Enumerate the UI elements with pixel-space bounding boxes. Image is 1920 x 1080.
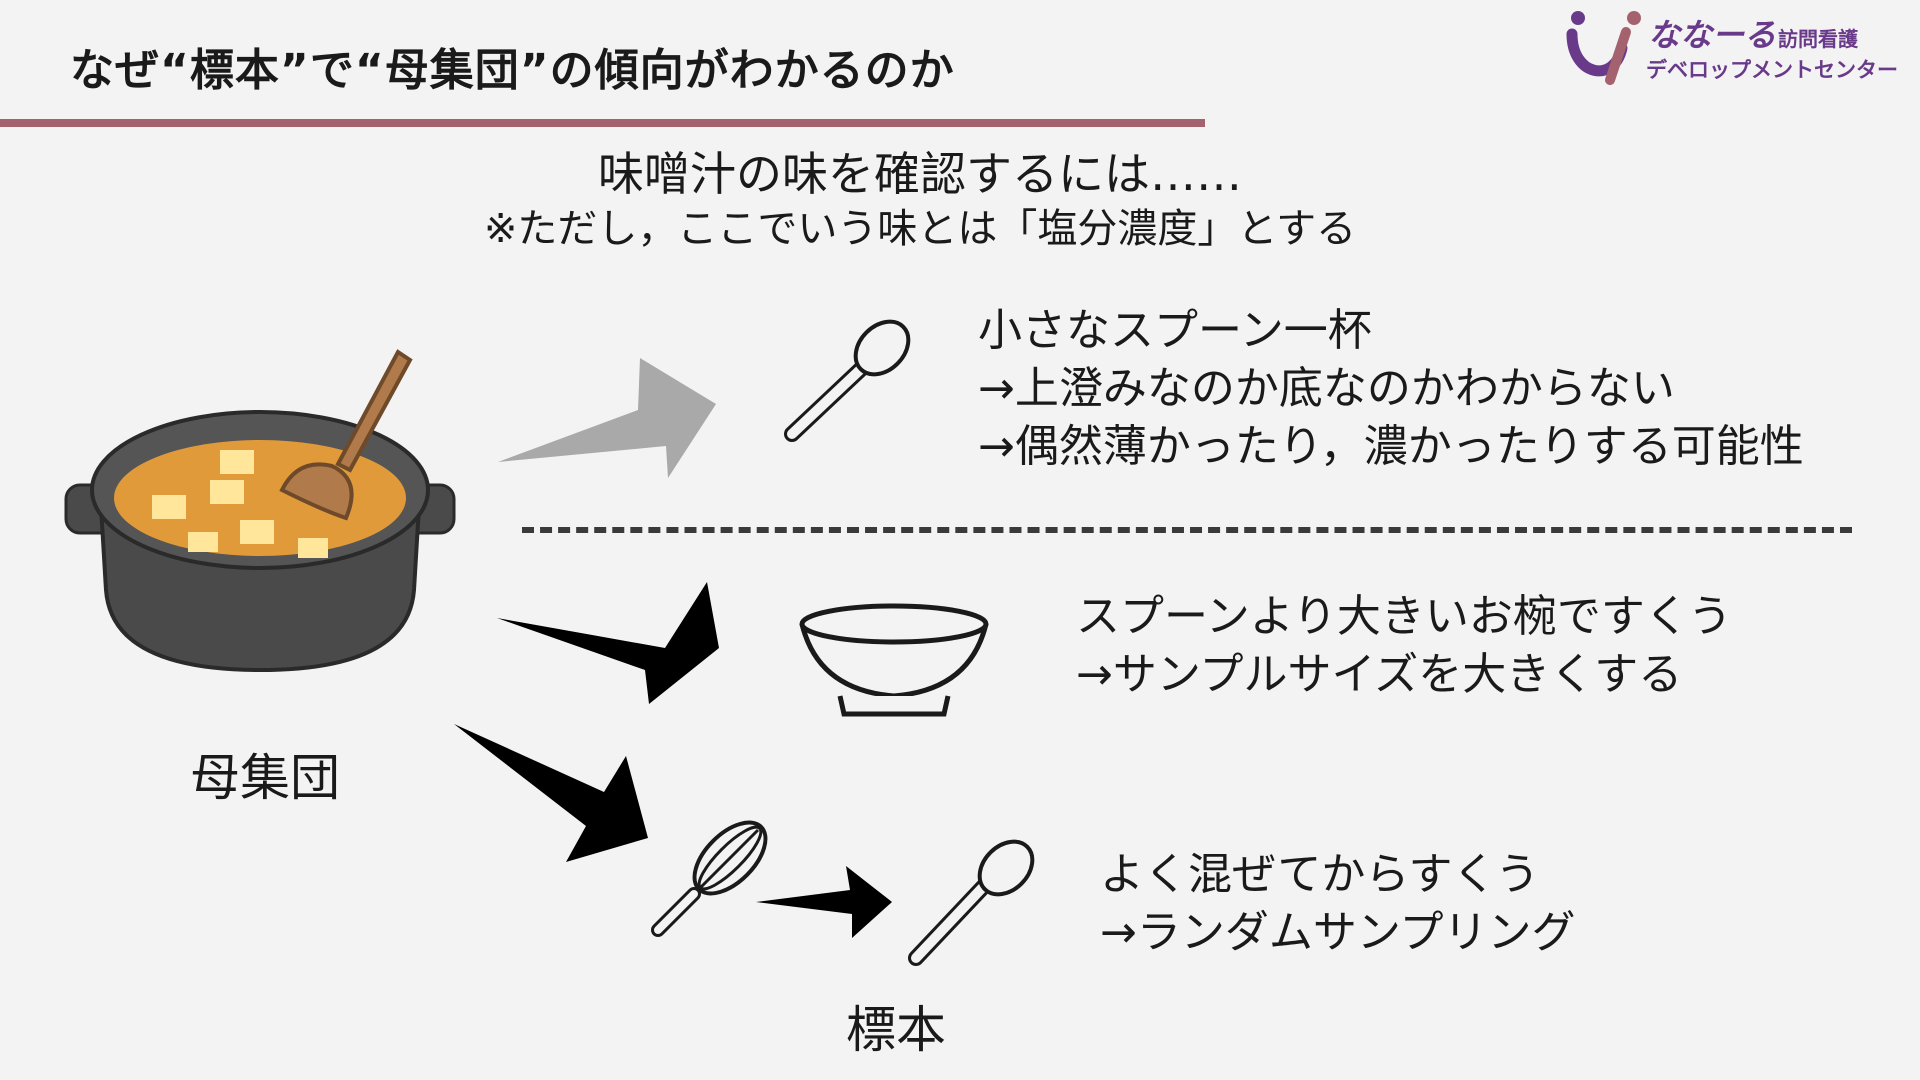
whisk-icon (651, 820, 768, 937)
logo-mark-icon (1566, 11, 1641, 85)
logo-name: ななーる訪問看護 (1648, 10, 1858, 56)
spoon-icon (908, 839, 1035, 966)
logo-name-main: ななーる (1648, 16, 1777, 54)
sample-label: 標本 (846, 1001, 946, 1059)
case-mix-line: →ランダムサンプリング (1100, 907, 1576, 958)
case-mix-text: よく混ぜてからすくう →ランダムサンプリング (1100, 846, 1576, 962)
case-spoon-text: 小さなスプーン一杯 →上澄みなのか底なのかわからない →偶然薄かったり，濃かった… (978, 302, 1804, 476)
spoon-icon (784, 319, 911, 442)
case-spoon-line: →上澄みなのか底なのかわからない (978, 363, 1675, 414)
intro-note: ※ただし，ここでいう味とは「塩分濃度」とする (483, 206, 1357, 252)
case-spoon-line: →偶然薄かったり，濃かったりする可能性 (978, 421, 1804, 472)
section-divider (522, 527, 1852, 533)
intro: 味噌汁の味を確認するには…… ※ただし，ここでいう味とは「塩分濃度」とする (420, 146, 1420, 256)
arrow-icon (498, 358, 716, 478)
case-mix-line: よく混ぜてからすくう (1100, 849, 1540, 900)
arrow-icon (454, 724, 648, 862)
pot-icon (64, 349, 456, 673)
case-spoon-line: 小さなスプーン一杯 (978, 305, 1372, 356)
logo: ななーる訪問看護 デベロップメントセンター (1564, 4, 1904, 94)
arrow-icon (497, 582, 719, 704)
case-bowl-text: スプーンより大きいお椀ですくう →サンプルサイズを大きくする (1076, 588, 1732, 704)
logo-subtitle: デベロップメントセンター (1646, 58, 1898, 82)
bowl-icon (799, 603, 989, 717)
case-bowl-line: スプーンより大きいお椀ですくう (1076, 591, 1733, 642)
title-underline (0, 119, 1205, 127)
page-title: なぜ“標本”で“母集団”の傾向がわかるのか (70, 45, 955, 96)
intro-question: 味噌汁の味を確認するには…… (598, 147, 1242, 201)
case-bowl-line: →サンプルサイズを大きくする (1076, 649, 1683, 700)
logo-name-sub: 訪問看護 (1778, 27, 1859, 51)
arrow-icon (756, 866, 892, 938)
population-label: 母集団 (190, 749, 340, 807)
